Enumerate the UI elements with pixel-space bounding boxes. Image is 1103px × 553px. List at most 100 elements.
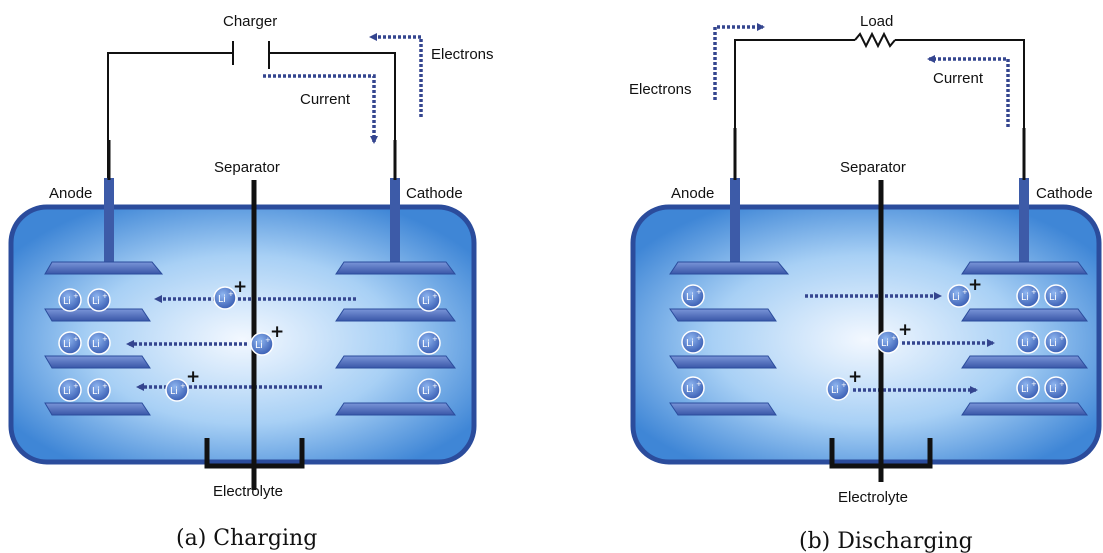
plus-sign: + [968,275,982,295]
svg-text:Li: Li [1049,292,1057,303]
anode-terminal [104,178,114,270]
electrons-label: Electrons [431,46,494,63]
svg-text:Li: Li [92,339,100,350]
svg-text:Li: Li [63,339,71,350]
svg-text:+: + [102,335,108,343]
svg-text:+: + [73,382,79,390]
li-ion: Li+ [417,378,441,402]
svg-text:+: + [73,335,79,343]
li-ion: Li+ [58,288,82,312]
li-ion: Li+ [87,288,111,312]
charger-label: Charger [223,13,277,30]
separator-label: Separator [214,159,280,176]
cathode-plates [335,261,456,416]
cathode-plates [961,261,1088,416]
electrolyte-label: Electrolyte [838,489,908,506]
charging-panel: Charger Anode Cathode Separator Current … [8,13,494,551]
svg-text:Li: Li [92,296,100,307]
plus-sign: + [186,367,200,387]
discharging-panel: Load Anode Cathode Separator Electrons C… [629,13,1102,553]
svg-text:Li: Li [1049,384,1057,395]
svg-text:Li: Li [686,338,694,349]
plus-sign: + [898,320,912,340]
li-ion: Li+ [1044,330,1068,354]
svg-text:Li: Li [218,294,226,305]
svg-text:+: + [228,290,234,298]
electrons-arrow [369,33,423,117]
svg-text:+: + [696,380,702,388]
li-ion: Li+ [876,330,900,354]
anode-label: Anode [49,185,92,202]
svg-text:+: + [102,382,108,390]
svg-text:+: + [891,334,897,342]
anode-plates [669,261,790,416]
li-ion: Li+ [58,331,82,355]
svg-text:Li: Li [92,386,100,397]
svg-text:Li: Li [831,385,839,396]
li-ion: Li+ [250,332,274,356]
svg-text:+: + [841,381,847,389]
current-arrow [263,74,378,144]
li-ion: Li+ [165,378,189,402]
li-ion: Li+ [826,377,850,401]
svg-text:Li: Li [1021,384,1029,395]
li-ion: Li+ [681,376,705,400]
svg-text:Li: Li [63,386,71,397]
svg-text:+: + [180,382,186,390]
svg-text:Li: Li [1021,292,1029,303]
svg-text:Li: Li [686,292,694,303]
anode-label: Anode [671,185,714,202]
li-ion: Li+ [681,330,705,354]
svg-text:+: + [73,292,79,300]
li-ion: Li+ [1044,376,1068,400]
svg-text:Li: Li [952,292,960,303]
svg-text:Li: Li [255,340,263,351]
svg-text:Li: Li [422,296,430,307]
li-ion: Li+ [1044,284,1068,308]
separator-label: Separator [840,159,906,176]
lithium-ions: Li+ Li+ Li+ Li+ Li+ Li+ Li+ Li+ Li+ Li+ … [58,286,441,402]
charger-symbol [232,41,270,69]
svg-text:+: + [1059,380,1065,388]
plus-sign: + [848,367,862,387]
svg-text:+: + [432,335,438,343]
anode-terminal [730,178,740,270]
svg-text:Li: Li [422,339,430,350]
svg-text:+: + [1031,380,1037,388]
electrons-arrow [713,23,765,100]
li-ion: Li+ [417,288,441,312]
li-ion: Li+ [58,378,82,402]
current-arrow [927,55,1010,127]
svg-text:Li: Li [63,296,71,307]
anode-plates [44,261,164,416]
svg-text:+: + [102,292,108,300]
li-ion: Li+ [87,331,111,355]
svg-text:Li: Li [686,384,694,395]
cell-body [8,204,477,465]
cathode-terminal [1019,178,1029,270]
electrolyte-label: Electrolyte [213,483,283,500]
li-ion: Li+ [213,286,237,310]
svg-text:Li: Li [170,386,178,397]
external-wire-left [107,52,233,207]
plus-sign: + [233,277,247,297]
svg-text:+: + [696,334,702,342]
li-ion: Li+ [87,378,111,402]
caption: (b) Discharging [799,529,973,553]
load-label: Load [860,13,893,30]
svg-text:Li: Li [422,386,430,397]
caption: (a) Charging [176,526,317,551]
li-ion: Li+ [1016,376,1040,400]
cathode-label: Cathode [406,185,463,202]
li-ion: Li+ [1016,330,1040,354]
electrolyte-bracket [829,438,933,469]
li-ion: Li+ [1016,284,1040,308]
plus-sign: + [270,322,284,342]
svg-text:+: + [1031,288,1037,296]
svg-text:+: + [1031,334,1037,342]
svg-text:+: + [432,382,438,390]
electrons-label: Electrons [629,81,692,98]
svg-text:Li: Li [1049,338,1057,349]
li-ion: Li+ [947,284,971,308]
